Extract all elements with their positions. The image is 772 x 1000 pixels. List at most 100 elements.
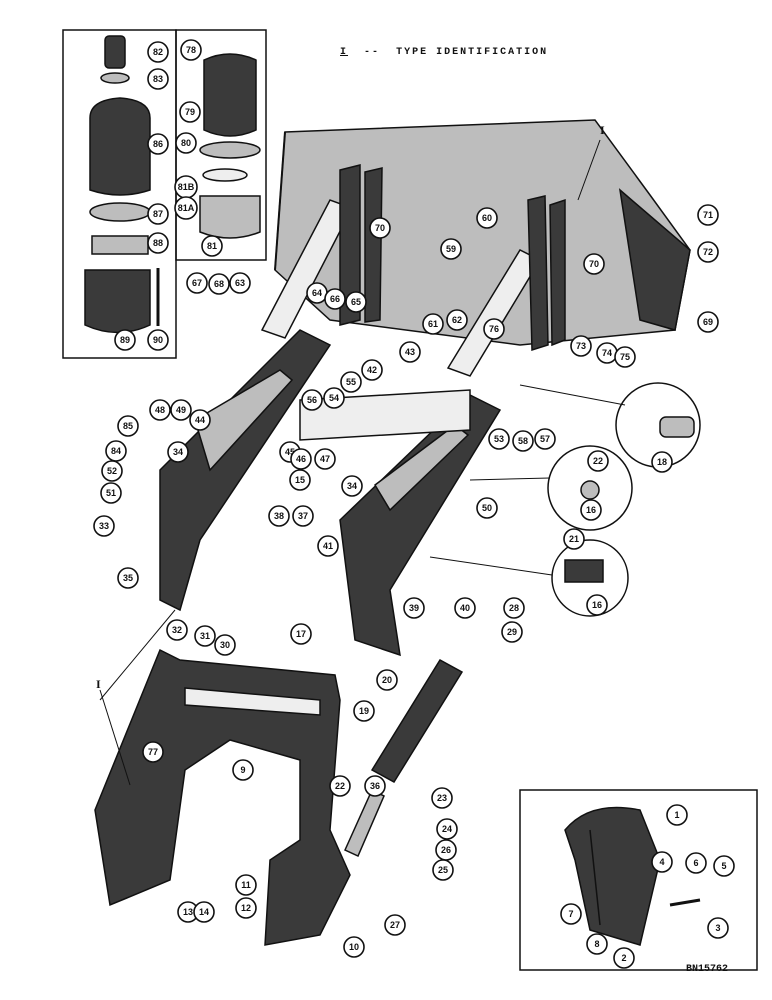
callout-circle bbox=[369, 217, 391, 239]
callout-70: 70 bbox=[369, 217, 391, 239]
callout-number: 45 bbox=[285, 447, 295, 457]
callout-34: 34 bbox=[341, 475, 363, 497]
callout-7: 7 bbox=[560, 903, 582, 925]
callout-number: 34 bbox=[173, 447, 183, 457]
callout-number: 4 bbox=[659, 857, 664, 867]
callout-circle bbox=[697, 204, 719, 226]
callout-circle bbox=[431, 787, 453, 809]
callout-circle bbox=[214, 634, 236, 656]
callout-84: 84 bbox=[105, 440, 127, 462]
callout-circle bbox=[697, 311, 719, 333]
callout-12: 12 bbox=[235, 897, 257, 919]
callout-number: 81 bbox=[207, 241, 217, 251]
callout-63: 63 bbox=[229, 272, 251, 294]
callout-17: 17 bbox=[290, 623, 312, 645]
callout-number: 29 bbox=[507, 627, 517, 637]
callout-number: 23 bbox=[437, 793, 447, 803]
callout-40: 40 bbox=[454, 597, 476, 619]
callout-number: 11 bbox=[241, 880, 251, 890]
callout-50: 50 bbox=[476, 497, 498, 519]
callout-circle bbox=[142, 741, 164, 763]
callout-9: 9 bbox=[232, 759, 254, 781]
callout-number: 89 bbox=[120, 335, 130, 345]
callout-26: 26 bbox=[435, 839, 457, 861]
callout-38: 38 bbox=[268, 505, 290, 527]
callout-number: 40 bbox=[460, 603, 470, 613]
callout-86: 86 bbox=[147, 133, 169, 155]
callout-circle bbox=[707, 917, 729, 939]
callout-59: 59 bbox=[440, 238, 462, 260]
callout-35: 35 bbox=[117, 567, 139, 589]
callout-circle bbox=[268, 505, 290, 527]
callout-number: 34 bbox=[347, 481, 357, 491]
callout-16: 16 bbox=[586, 594, 608, 616]
callout-circle bbox=[147, 329, 169, 351]
callout-85: 85 bbox=[117, 415, 139, 437]
callout-58: 58 bbox=[512, 430, 534, 452]
callout-number: 65 bbox=[351, 297, 361, 307]
callout-64: 64 bbox=[306, 282, 328, 304]
callout-circle bbox=[147, 133, 169, 155]
callout-number: 27 bbox=[390, 920, 400, 930]
callout-circle bbox=[179, 101, 201, 123]
callout-circle bbox=[232, 759, 254, 781]
callout-circle bbox=[476, 207, 498, 229]
callout-circle bbox=[186, 272, 208, 294]
callout-60: 60 bbox=[476, 207, 498, 229]
callout-circle bbox=[235, 874, 257, 896]
callout-78: 78 bbox=[180, 39, 202, 61]
callout-81A: 81A bbox=[174, 196, 198, 220]
callout-circle bbox=[149, 399, 171, 421]
callout-number: 67 bbox=[192, 278, 202, 288]
callout-circle bbox=[180, 39, 202, 61]
callout-number: 76 bbox=[489, 324, 499, 334]
callout-circle bbox=[292, 505, 314, 527]
callout-circle bbox=[560, 903, 582, 925]
callout-number: 55 bbox=[346, 377, 356, 387]
callout-2: 2 bbox=[613, 947, 635, 969]
callout-number: 58 bbox=[518, 436, 528, 446]
callout-number: 74 bbox=[602, 348, 612, 358]
callout-number: 44 bbox=[195, 415, 205, 425]
callout-circle bbox=[101, 460, 123, 482]
callout-circle bbox=[114, 329, 136, 351]
callout-circle bbox=[432, 859, 454, 881]
callout-circle bbox=[340, 371, 362, 393]
callout-29: 29 bbox=[501, 621, 523, 643]
callout-number: 70 bbox=[375, 223, 385, 233]
callout-number: 78 bbox=[186, 45, 196, 55]
callout-62: 62 bbox=[446, 309, 468, 331]
callout-56: 56 bbox=[301, 389, 323, 411]
callout-61: 61 bbox=[422, 313, 444, 335]
callout-number: 90 bbox=[153, 335, 163, 345]
callout-48: 48 bbox=[149, 399, 171, 421]
callout-number: 73 bbox=[576, 341, 586, 351]
callout-number: 17 bbox=[296, 629, 306, 639]
callout-30: 30 bbox=[214, 634, 236, 656]
callout-circle bbox=[364, 775, 386, 797]
callout-90: 90 bbox=[147, 329, 169, 351]
guard-part bbox=[564, 806, 701, 946]
leader-lines bbox=[99, 139, 626, 786]
callout-circle bbox=[329, 775, 351, 797]
callout-circle bbox=[189, 409, 211, 431]
callout-circle bbox=[323, 387, 345, 409]
callout-circle bbox=[446, 309, 468, 331]
callout-number: 14 bbox=[199, 907, 209, 917]
callout-number: 32 bbox=[172, 625, 182, 635]
callout-number: 28 bbox=[509, 603, 519, 613]
callout-circle bbox=[201, 235, 223, 257]
callout-circle bbox=[697, 241, 719, 263]
callout-number: 33 bbox=[99, 521, 109, 531]
callout-68: 68 bbox=[208, 273, 230, 295]
callout-number: 35 bbox=[123, 573, 133, 583]
callout-circle bbox=[563, 528, 585, 550]
callout-number: 48 bbox=[155, 405, 165, 415]
callout-number: 2 bbox=[621, 953, 626, 963]
callout-circle bbox=[166, 619, 188, 641]
callout-27: 27 bbox=[384, 914, 406, 936]
callout-number: 1 bbox=[674, 810, 679, 820]
callout-number: 63 bbox=[235, 278, 245, 288]
callout-circle bbox=[194, 625, 216, 647]
